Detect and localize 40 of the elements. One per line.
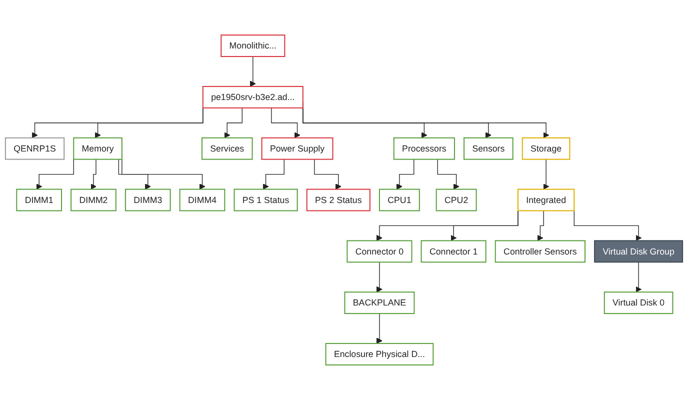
node-box: Connector 1 bbox=[420, 240, 486, 263]
node-box: Power Supply bbox=[261, 137, 334, 160]
arrow bbox=[537, 210, 544, 241]
arrow bbox=[376, 313, 382, 344]
node-box: pe1950srv-b3e2.ad... bbox=[202, 86, 304, 108]
arrow bbox=[90, 158, 96, 190]
node-box: QENRP1S bbox=[4, 137, 65, 160]
arrow bbox=[437, 158, 460, 190]
node-box: Controller Sensors bbox=[494, 240, 586, 263]
node-box: Integrated bbox=[517, 188, 575, 212]
node-box: CPU2 bbox=[436, 188, 477, 212]
node-box: BACKPLANE bbox=[344, 292, 415, 314]
arrow bbox=[314, 158, 342, 190]
arrow bbox=[543, 158, 550, 190]
arrow bbox=[376, 262, 382, 292]
arrow bbox=[262, 158, 284, 190]
node-box: Services bbox=[201, 137, 253, 160]
node-box: Connector 0 bbox=[346, 240, 412, 263]
node-box: Virtual Disk Group bbox=[594, 240, 684, 263]
node-box: Virtual Disk 0 bbox=[604, 292, 674, 314]
arrow bbox=[636, 262, 642, 292]
node-box: Processors bbox=[393, 137, 455, 160]
node-box: DIMM1 bbox=[16, 188, 62, 212]
node-box: PS 2 Status bbox=[306, 188, 370, 212]
node-box: Memory bbox=[73, 137, 122, 160]
node-box: Storage bbox=[522, 137, 570, 160]
node-box: Sensors bbox=[464, 137, 514, 160]
node-box: DIMM3 bbox=[124, 188, 171, 212]
arrow bbox=[271, 108, 300, 138]
node-box: DIMM2 bbox=[70, 188, 116, 212]
node-box: Enclosure Physical D... bbox=[325, 342, 434, 366]
node-box: CPU1 bbox=[378, 188, 420, 212]
arrow bbox=[36, 158, 74, 190]
arrow bbox=[224, 108, 242, 138]
arrow bbox=[396, 158, 414, 190]
arrow bbox=[250, 56, 256, 87]
node-box: Monolithic... bbox=[220, 34, 286, 58]
node-box: DIMM4 bbox=[179, 188, 226, 212]
arrow bbox=[118, 158, 151, 190]
node-box: PS 1 Status bbox=[234, 188, 298, 212]
